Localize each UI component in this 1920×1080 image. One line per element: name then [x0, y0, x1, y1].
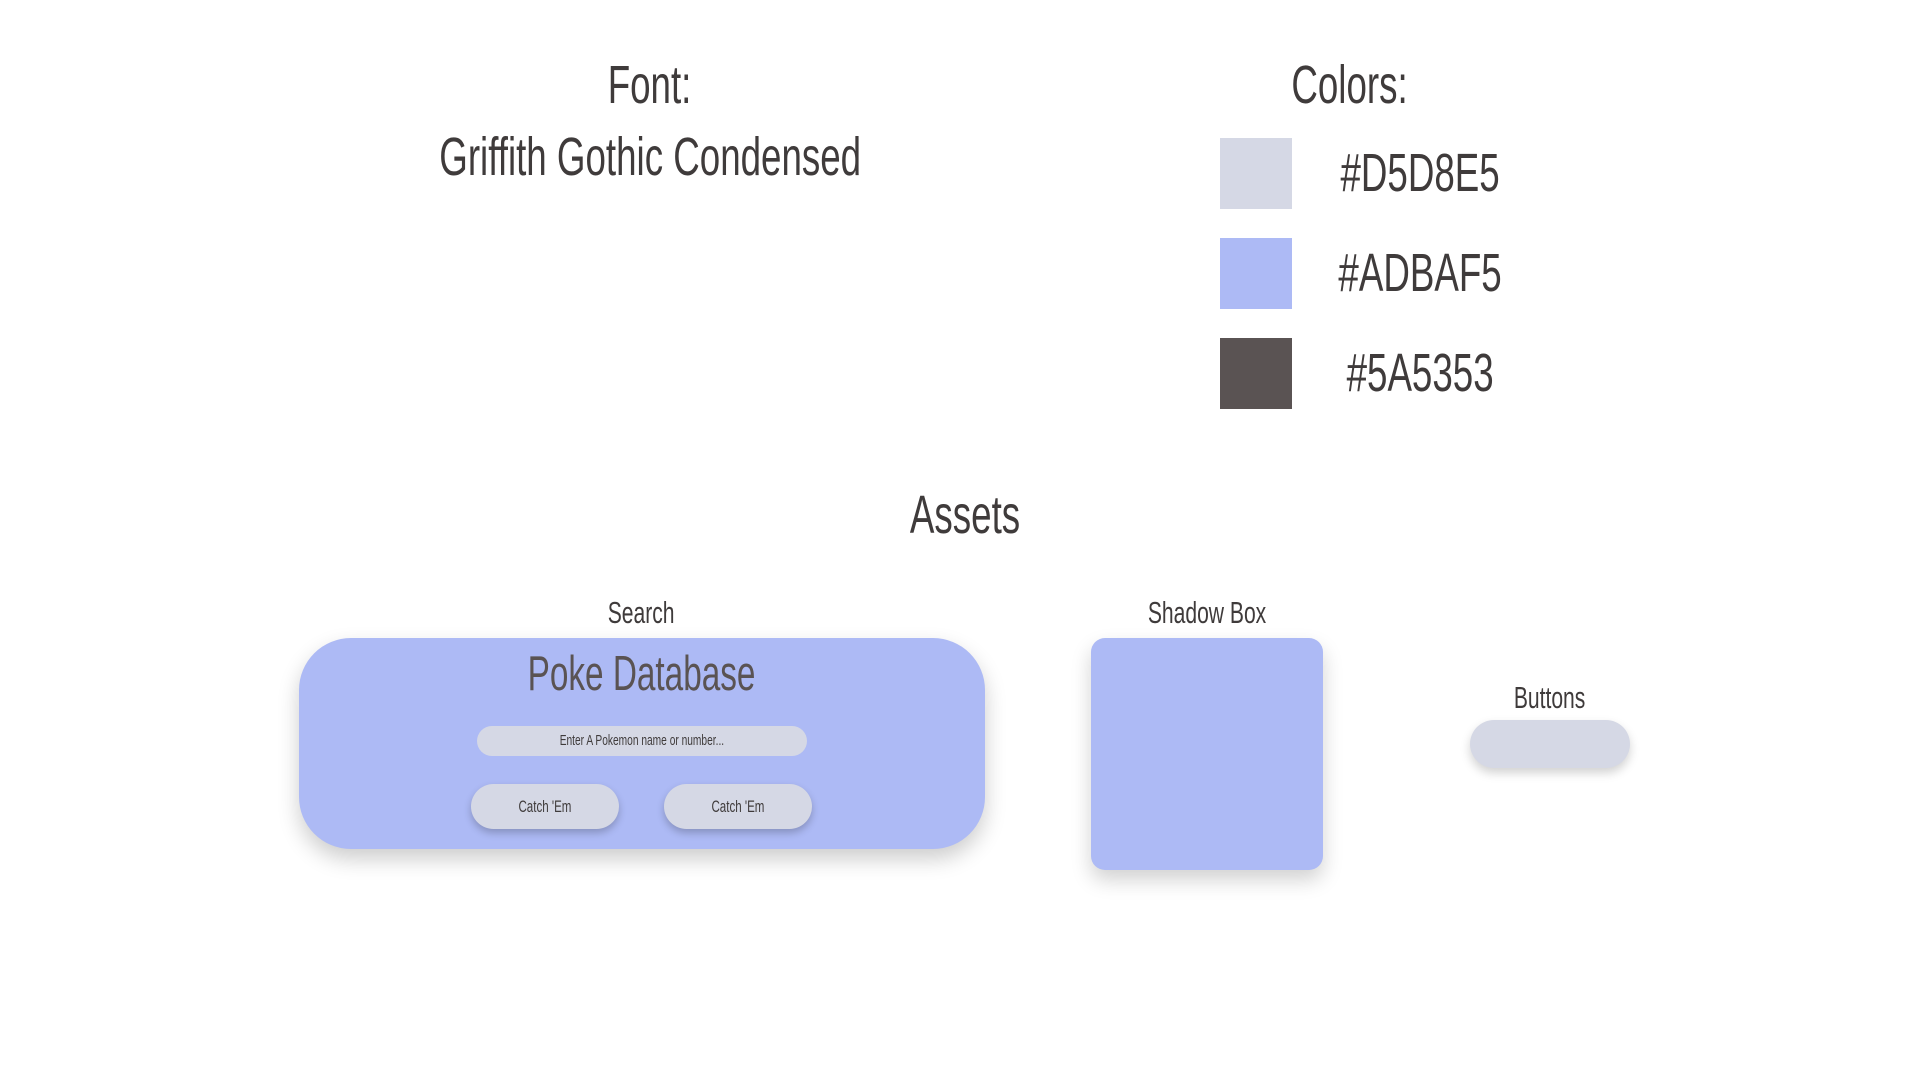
- search-title: Poke Database: [299, 644, 985, 704]
- colors-heading: Colors:: [1200, 50, 1500, 120]
- search-input[interactable]: Enter A Pokemon name or number...: [477, 726, 807, 756]
- catch-em-button[interactable]: Catch 'Em: [664, 784, 812, 829]
- font-name-text: Griffith Gothic Condensed: [439, 127, 861, 187]
- color-swatch: [1220, 338, 1292, 409]
- assets-heading-text: Assets: [909, 485, 1021, 545]
- color-hex-text: #D5D8E5: [1340, 143, 1500, 203]
- buttons-label-text: Buttons: [1514, 680, 1586, 715]
- font-heading-text: Font:: [608, 55, 692, 115]
- shadow-box-label: Shadow Box: [1107, 593, 1307, 633]
- color-hex-text: #ADBAF5: [1338, 243, 1502, 303]
- color-swatch: [1220, 138, 1292, 209]
- color-swatch-row: #ADBAF5: [1220, 238, 1560, 310]
- search-card: Poke Database Enter A Pokemon name or nu…: [299, 638, 985, 849]
- colors-heading-text: Colors:: [1291, 55, 1409, 115]
- search-asset-label: Search: [541, 593, 741, 633]
- buttons-label: Buttons: [1450, 678, 1650, 718]
- color-hex-label: #5A5353: [1290, 338, 1550, 409]
- search-title-text: Poke Database: [528, 647, 756, 701]
- shadow-box-label-text: Shadow Box: [1147, 595, 1267, 630]
- color-hex-text: #5A5353: [1346, 343, 1494, 403]
- search-asset-label-text: Search: [607, 595, 675, 630]
- search-input-placeholder: Enter A Pokemon name or number...: [559, 732, 725, 749]
- font-heading: Font:: [450, 50, 850, 120]
- shadow-box: [1091, 638, 1323, 870]
- color-hex-label: #D5D8E5: [1290, 138, 1550, 209]
- catch-em-button[interactable]: Catch 'Em: [471, 784, 619, 829]
- font-name: Griffith Gothic Condensed: [330, 122, 970, 192]
- catch-em-button-label: Catch 'Em: [711, 797, 765, 816]
- color-swatch: [1220, 238, 1292, 309]
- color-swatch-row: #5A5353: [1220, 338, 1560, 410]
- catch-em-button-label: Catch 'Em: [518, 797, 572, 816]
- assets-heading: Assets: [830, 480, 1100, 550]
- color-hex-label: #ADBAF5: [1290, 238, 1550, 309]
- color-swatch-row: #D5D8E5: [1220, 138, 1560, 210]
- sample-button[interactable]: [1470, 720, 1630, 768]
